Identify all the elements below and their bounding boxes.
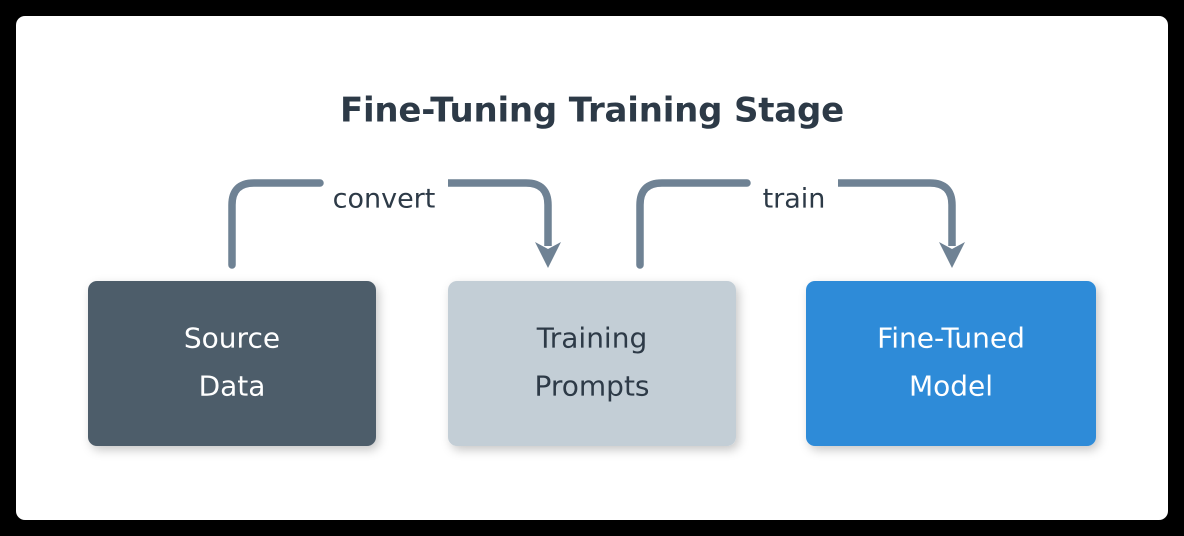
diagram-card: Fine-Tuning Training Stage convert train… [16, 16, 1168, 520]
node-source-data-label-line1: Source [184, 322, 280, 355]
edge-convert-label: convert [333, 184, 436, 215]
edge-train-right-path [838, 179, 956, 246]
edge-convert-left-path [228, 179, 324, 269]
node-source-data-box[interactable] [88, 281, 376, 446]
edge-convert-arrowhead [535, 242, 561, 268]
edge-convert: convert [228, 179, 561, 269]
node-training-prompts-box[interactable] [448, 281, 736, 446]
page-title: Fine-Tuning Training Stage [340, 91, 844, 131]
node-training-prompts-label-line1: Training [536, 322, 647, 355]
edge-train-label: train [763, 184, 826, 215]
node-source-data-label-line2: Data [199, 370, 266, 403]
node-training-prompts[interactable]: Training Prompts [448, 281, 736, 446]
edge-train: train [636, 179, 965, 269]
edge-train-left-path [636, 179, 751, 269]
node-training-prompts-label-line2: Prompts [534, 370, 649, 403]
node-source-data[interactable]: Source Data [88, 281, 376, 446]
node-fine-tuned-model-box[interactable] [806, 281, 1096, 446]
node-fine-tuned-model-label-line1: Fine-Tuned [877, 322, 1025, 355]
node-fine-tuned-model-label-line2: Model [909, 370, 993, 403]
edge-train-arrowhead [939, 242, 965, 268]
flow-diagram: Fine-Tuning Training Stage convert train… [88, 91, 1096, 446]
node-fine-tuned-model[interactable]: Fine-Tuned Model [806, 281, 1096, 446]
edge-convert-right-path [448, 179, 552, 246]
